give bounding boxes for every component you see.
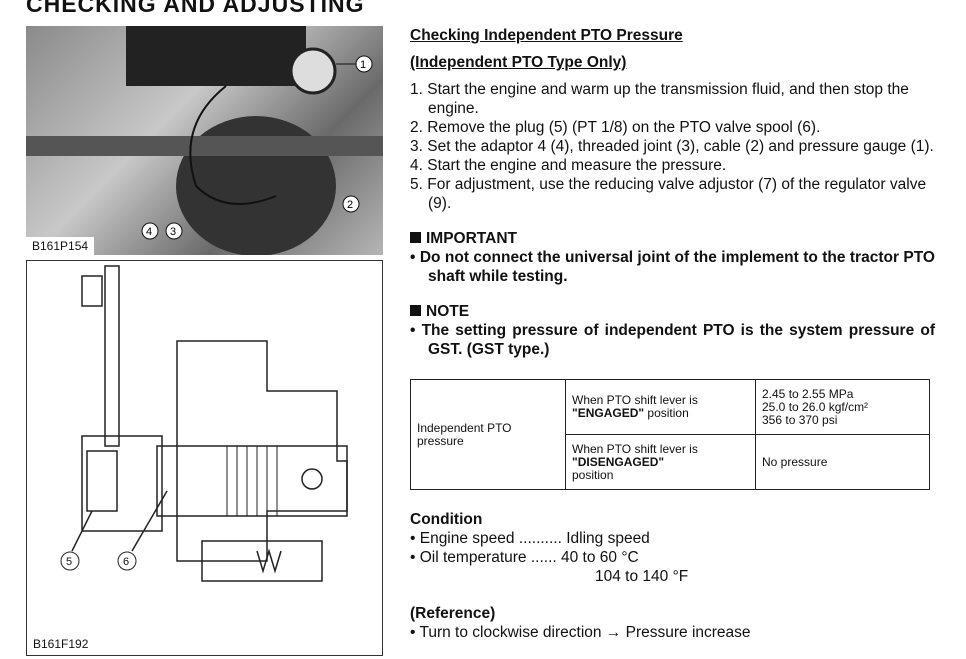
condition-label: Condition (410, 511, 483, 528)
instructions: Checking Independent PTO Pressure (Indep… (410, 26, 935, 642)
section-subheading: (Independent PTO Type Only) (410, 54, 627, 71)
condition-cell: When PTO shift lever is"DISENGAGED"posit… (565, 434, 756, 490)
step: 1. Start the engine and warm up the tran… (410, 81, 909, 117)
step: 2. Remove the plug (5) (PT 1/8) on the P… (410, 119, 821, 136)
step: 5. For adjustment, use the reducing valv… (410, 176, 927, 212)
condition-item-extra: 104 to 140 °F (595, 568, 689, 585)
svg-text:6: 6 (123, 556, 129, 568)
reference-label: (Reference) (410, 605, 496, 622)
reference-text: • Turn to clockwise direction → Pressure… (410, 624, 751, 641)
condition-item: • Oil temperature ...... 40 to 60 °C (410, 549, 639, 566)
important-text: • Do not connect the universal joint of … (410, 249, 935, 285)
important-label: IMPORTANT (410, 229, 935, 248)
note-text: • The setting pressure of independent PT… (410, 322, 935, 358)
svg-text:5: 5 (66, 556, 72, 568)
row-header: Independent PTO pressure (410, 379, 566, 490)
svg-text:4: 4 (146, 226, 152, 238)
condition-item: • Engine speed .......... Idling speed (410, 530, 650, 547)
label-1: 1 (360, 59, 366, 71)
steps-list: 1. Start the engine and warm up the tran… (410, 80, 935, 213)
pressure-gauge-photo: 1 2 3 4 B161P154 (26, 26, 383, 255)
table-row: When PTO shift lever is"DISENGAGED"posit… (411, 434, 930, 490)
step: 3. Set the adaptor 4 (4), threaded joint… (410, 138, 934, 155)
section-heading: Checking Independent PTO Pressure (410, 27, 683, 44)
value-cell: No pressure (755, 434, 930, 490)
note-label: NOTE (410, 302, 935, 321)
svg-text:3: 3 (170, 226, 176, 238)
photo-caption: B161P154 (26, 237, 95, 255)
photo-illustration: 1 2 3 4 (26, 26, 383, 255)
step: 4. Start the engine and measure the pres… (410, 157, 727, 174)
page-title: CHECKING AND ADJUSTING (26, 0, 365, 17)
diagram-caption: B161F192 (33, 637, 89, 651)
svg-text:2: 2 (347, 199, 353, 211)
spec-table: Independent PTO pressure When PTO shift … (410, 379, 930, 490)
table-row: Independent PTO pressure When PTO shift … (410, 379, 930, 490)
condition-cell: When PTO shift lever is"ENGAGED" positio… (565, 379, 756, 435)
